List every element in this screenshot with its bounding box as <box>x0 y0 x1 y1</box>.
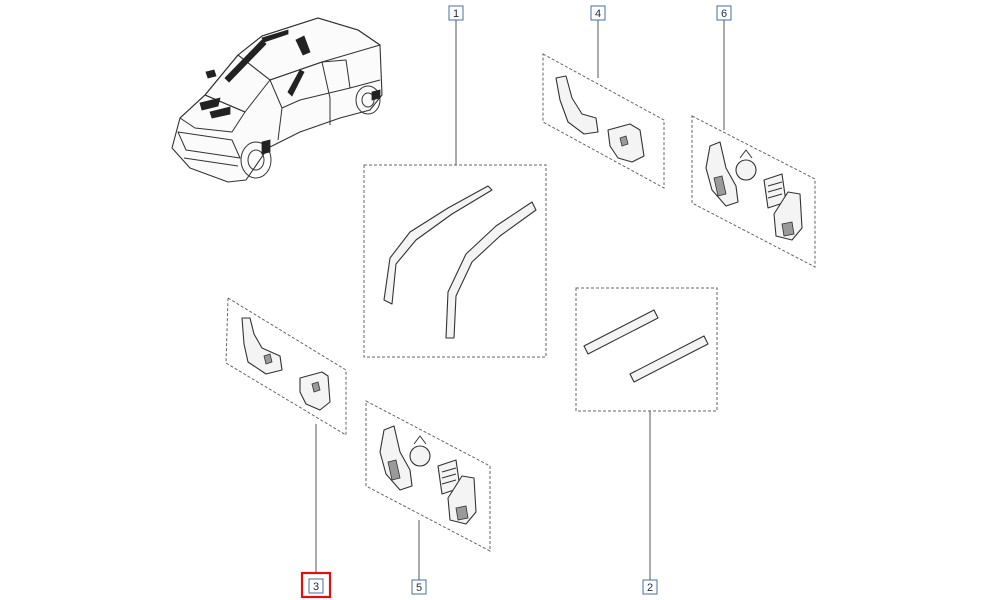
group-6-mudflap-kit <box>691 115 816 268</box>
callout-4-label: 4 <box>595 8 601 20</box>
callout-6-label: 6 <box>721 8 727 20</box>
group-4-mudflaps <box>542 53 665 189</box>
callout-5[interactable]: 5 <box>411 579 427 595</box>
group-3-box <box>225 297 347 436</box>
fastener-bag-6 <box>735 159 757 181</box>
group-4-box <box>542 53 665 189</box>
callout-3-label: 3 <box>313 581 319 593</box>
callout-2-label: 2 <box>647 582 653 594</box>
mudflap-kit6-rear <box>773 191 803 241</box>
group-5-box <box>365 400 491 552</box>
group-5-mudflap-kit <box>365 400 491 552</box>
callout-3[interactable]: 3 <box>300 571 332 599</box>
car-illustration <box>171 17 383 183</box>
callout-1-label: 1 <box>453 8 459 20</box>
callout-6[interactable]: 6 <box>716 5 732 21</box>
mudflap-front-right <box>555 75 599 135</box>
group-1-box <box>363 164 547 358</box>
leader-lines <box>315 20 725 580</box>
group-2-box <box>575 287 718 412</box>
mudflap-kit-front <box>379 425 413 491</box>
mudflap-front-left <box>241 317 283 375</box>
deflector-front <box>383 185 493 305</box>
callout-5-label: 5 <box>416 582 422 594</box>
deflector-rear <box>445 201 537 339</box>
mudflap-kit-rear <box>447 475 477 525</box>
side-trim-front <box>583 309 659 355</box>
group-3-mudflaps <box>225 297 347 436</box>
group-1-wind-deflectors <box>363 164 547 358</box>
mudflap-kit6-front <box>705 141 739 207</box>
callout-4[interactable]: 4 <box>590 5 606 21</box>
side-trim-rear <box>629 335 709 383</box>
group-6-box <box>691 115 816 268</box>
callout-2[interactable]: 2 <box>642 579 658 595</box>
callout-1[interactable]: 1 <box>448 5 464 21</box>
group-2-side-trims <box>575 287 718 412</box>
fastener-bag <box>409 445 431 467</box>
